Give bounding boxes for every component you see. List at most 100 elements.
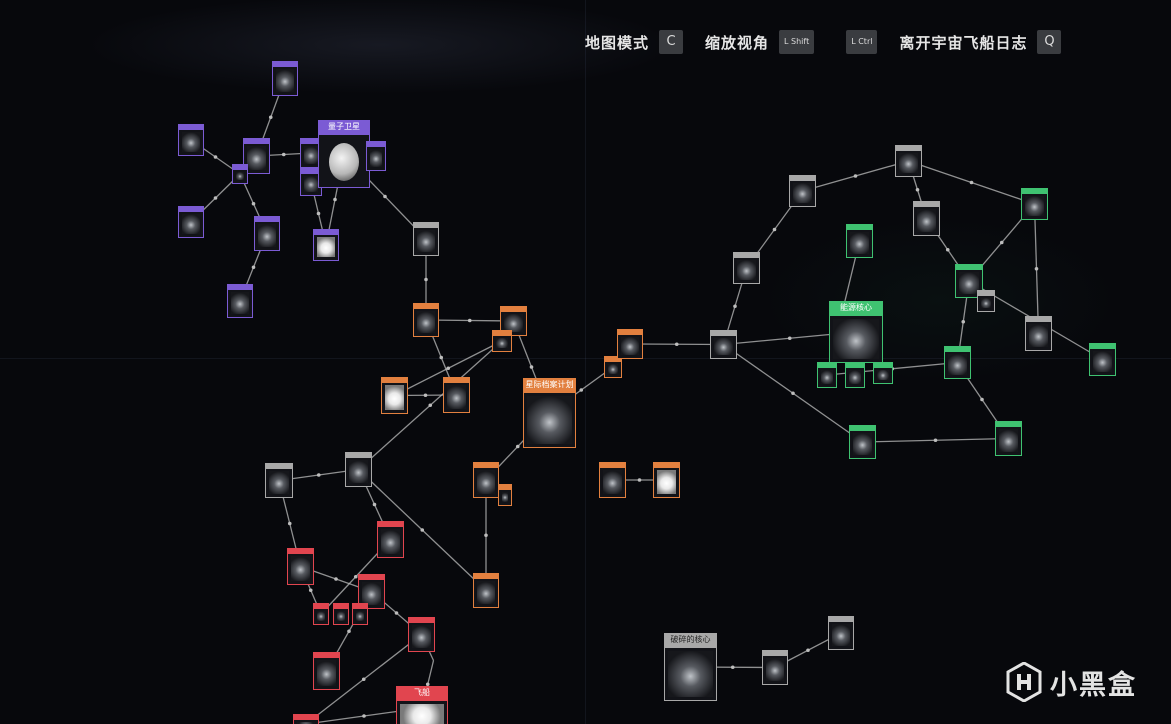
link-arrow-icon: [529, 365, 534, 369]
log-entry-p_mid[interactable]: [243, 138, 270, 174]
log-entry-g_i[interactable]: [345, 452, 372, 487]
log-entry-g_h[interactable]: [955, 264, 983, 298]
log-entry-r_g[interactable]: [293, 714, 319, 724]
zoom-in-key[interactable]: L Shift: [779, 30, 815, 54]
moon-icon: [329, 143, 359, 181]
log-entry-p_w2[interactable]: [254, 216, 280, 251]
log-entry-r_c[interactable]: [377, 521, 404, 558]
link-arrow-icon: [999, 240, 1004, 245]
link-arrow-icon: [515, 444, 520, 449]
zoom-view-label: 缩放视角: [705, 33, 770, 52]
link-arrow-icon: [1034, 266, 1039, 271]
link-arrow-icon: [439, 355, 444, 360]
log-entry-broken-core[interactable]: 破碎的核心: [664, 633, 717, 701]
link-arrow-icon: [787, 336, 792, 341]
log-entry-ship[interactable]: 飞船: [396, 686, 448, 724]
log-entry-r_d2[interactable]: [333, 603, 349, 625]
log-entry-g_l[interactable]: [433, 660, 434, 661]
log-entry-interstellar-archive[interactable]: 星际档案计划: [523, 378, 576, 448]
log-entry-o_d[interactable]: [381, 377, 408, 414]
log-entry-g_a[interactable]: [413, 222, 439, 256]
log-entry-g_c[interactable]: [710, 330, 737, 359]
link-arrow-icon: [484, 533, 488, 538]
log-entry-r_b[interactable]: [313, 603, 329, 625]
log-entry-o_c[interactable]: [443, 377, 470, 413]
log-entry-gn_b[interactable]: [1025, 316, 1052, 351]
heybox-logo-icon: [1006, 662, 1042, 702]
link-arrow-icon: [425, 682, 430, 687]
log-entry-p_moonr[interactable]: [366, 141, 386, 171]
log-entry-o_a[interactable]: [413, 303, 439, 337]
link-arrow-icon: [361, 677, 366, 682]
log-entry-g_j[interactable]: [913, 201, 940, 236]
map-mode-key[interactable]: C: [659, 30, 684, 54]
log-entry-g_d[interactable]: [733, 252, 760, 284]
log-entry-g_f[interactable]: [895, 145, 922, 177]
log-entry-p_moonl2[interactable]: [300, 168, 322, 196]
log-entry-p_moonl1[interactable]: [300, 138, 322, 168]
log-entry-gn_g[interactable]: [995, 421, 1022, 456]
log-entry-r_i[interactable]: [0, 0, 1, 1]
log-entry-o_g[interactable]: [617, 329, 643, 359]
link-arrow-icon: [933, 438, 938, 443]
log-entry-gn_k[interactable]: [873, 362, 893, 384]
log-entry-o_e[interactable]: [492, 330, 512, 352]
grid-line-vertical: [585, 0, 586, 724]
link-arrow-icon: [423, 393, 428, 398]
log-entry-gn_j[interactable]: [977, 290, 995, 312]
log-entry-gn_a[interactable]: [1021, 188, 1048, 220]
link-arrow-icon: [268, 115, 273, 120]
log-entry-p_glow[interactable]: [313, 229, 339, 261]
log-entry-gb_a[interactable]: [762, 650, 788, 685]
log-entry-o_l[interactable]: [599, 462, 626, 498]
log-entry-o_f[interactable]: [604, 356, 622, 378]
link-arrow-icon: [969, 180, 974, 185]
log-entry-quantum-moon[interactable]: 量子卫星: [318, 120, 370, 188]
link-arrow-icon: [424, 277, 428, 282]
log-entry-g_b[interactable]: [508, 316, 509, 317]
log-entry-g_e[interactable]: [789, 175, 816, 207]
link-arrow-icon: [772, 227, 777, 232]
log-entry-o_h[interactable]: [473, 462, 499, 498]
log-entry-title: 星际档案计划: [525, 380, 574, 389]
link-arrow-icon: [251, 201, 256, 206]
log-entry-energy-core[interactable]: 能源核心: [829, 301, 883, 363]
grid-line-horizontal: [0, 358, 1171, 359]
log-entry-r_f[interactable]: [408, 617, 435, 652]
log-entry-p_left[interactable]: [178, 124, 204, 156]
log-entry-p_hub[interactable]: [232, 164, 248, 184]
link-arrow-icon: [579, 388, 584, 392]
log-entry-o_k[interactable]: [473, 573, 499, 608]
log-entry-gn_e[interactable]: [846, 224, 873, 258]
log-entry-p_w1[interactable]: [178, 206, 204, 238]
link-arrow-icon: [945, 247, 950, 252]
log-entry-g_k[interactable]: [265, 463, 293, 498]
log-entry-r_e[interactable]: [313, 652, 340, 690]
log-entry-gn_d[interactable]: [944, 346, 971, 379]
log-entry-gn_i[interactable]: [1089, 343, 1116, 376]
log-entry-r_d1[interactable]: [358, 574, 385, 609]
log-entry-p_top[interactable]: [272, 61, 298, 96]
log-entry-gn_c[interactable]: [817, 362, 837, 388]
link-arrow-icon: [287, 521, 292, 526]
log-entry-p_w3[interactable]: [227, 284, 253, 318]
log-entry-r_d3[interactable]: [352, 603, 368, 625]
exit-ship-log-label: 离开宇宙飞船日志: [899, 33, 1028, 52]
log-entry-gn_h[interactable]: [845, 362, 865, 388]
link-arrow-icon: [853, 174, 858, 178]
exit-ship-log-key[interactable]: Q: [1037, 30, 1062, 54]
log-entry-r_a[interactable]: [287, 548, 314, 585]
zoom-out-key[interactable]: L Ctrl: [846, 30, 878, 54]
log-entry-gn_f[interactable]: [849, 425, 876, 459]
log-entry-gb_b[interactable]: [828, 616, 854, 650]
log-entry-o_i[interactable]: [498, 484, 512, 506]
link-arrow-icon: [334, 577, 338, 581]
log-entry-o_m[interactable]: [653, 462, 680, 498]
link-arrow-icon: [467, 318, 472, 323]
link-arrow-icon: [353, 574, 358, 579]
link-arrow-icon: [980, 397, 984, 402]
log-entry-g_g[interactable]: [955, 360, 956, 361]
link-arrow-icon: [333, 197, 337, 202]
